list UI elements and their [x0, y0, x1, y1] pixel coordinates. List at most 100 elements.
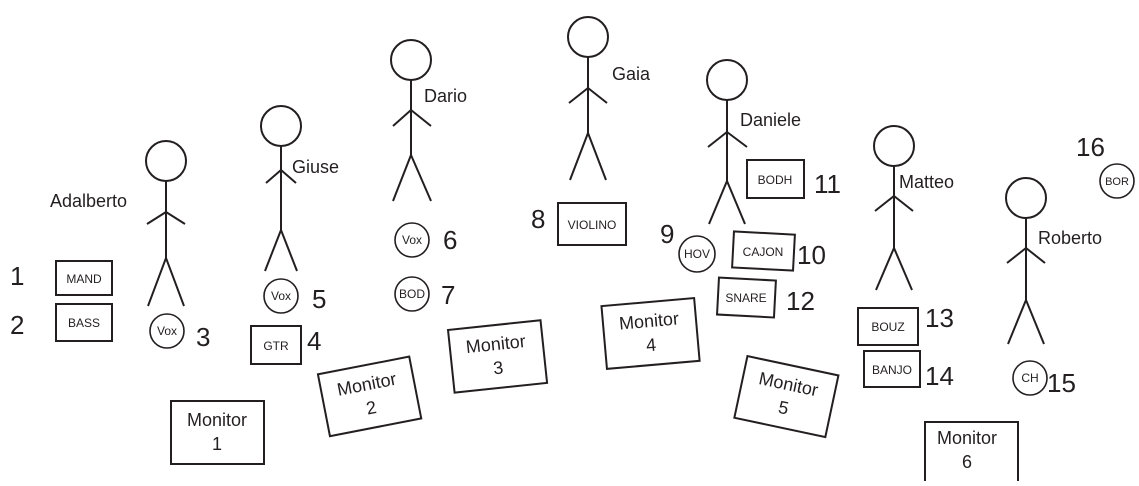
- monitor-box: [170, 400, 265, 465]
- input-number: 15: [1047, 368, 1076, 398]
- musician-name-matteo: Matteo: [899, 172, 954, 192]
- head-icon: [567, 16, 609, 58]
- input-12: SNARE 12: [715, 276, 815, 319]
- input-label: Vox: [402, 233, 422, 247]
- input-label: BOD: [399, 287, 425, 301]
- input-label: CAJON: [743, 245, 784, 259]
- input-circle: [1099, 163, 1135, 199]
- input-circle: [149, 313, 185, 349]
- monitor-label: Monitor: [187, 410, 247, 430]
- input-6: Vox 6: [394, 222, 457, 258]
- input-15: CH 15: [1012, 360, 1076, 398]
- input-16: 16 BOR: [1076, 132, 1135, 199]
- monitor-label: Monitor: [757, 368, 820, 400]
- input-circle: [678, 235, 716, 273]
- input-label: BANJO: [872, 363, 912, 377]
- monitor-6: Monitor 6: [924, 421, 1019, 481]
- input-label: CH: [1021, 371, 1038, 385]
- musician-roberto: [1005, 177, 1047, 345]
- input-label: GTR: [263, 339, 289, 353]
- input-circle: [263, 278, 299, 314]
- monitor-label: Monitor: [465, 331, 527, 357]
- input-circle: [394, 222, 430, 258]
- monitor-2: Monitor 2: [316, 355, 423, 438]
- input-box: [715, 276, 777, 319]
- input-box: [55, 260, 113, 296]
- input-1: 1 MAND: [10, 260, 113, 296]
- input-label: SNARE: [725, 291, 766, 305]
- input-number: 10: [797, 240, 826, 270]
- input-box: [857, 307, 919, 346]
- input-label: Vox: [157, 324, 177, 338]
- input-number: 16: [1076, 132, 1105, 162]
- musician-dario: [390, 39, 432, 202]
- input-label: VIOLINO: [568, 218, 617, 232]
- input-number: 3: [196, 322, 210, 352]
- head-icon: [1005, 177, 1047, 219]
- input-number: 1: [10, 261, 24, 291]
- musician-gaia: [567, 16, 609, 181]
- monitor-5: Monitor 5: [733, 354, 840, 439]
- monitor-number: 5: [777, 397, 791, 419]
- musician-matteo: [873, 125, 915, 291]
- head-icon: [390, 39, 432, 81]
- input-label: BOR: [1105, 176, 1129, 188]
- input-9: 9 HOV: [660, 219, 716, 273]
- monitor-number: 4: [645, 335, 657, 356]
- input-circle: [1012, 360, 1048, 396]
- input-11: BODH 11: [746, 159, 841, 199]
- input-box: [863, 350, 921, 388]
- input-circle: [394, 276, 430, 312]
- musician-name-gaia: Gaia: [612, 64, 651, 84]
- input-label: HOV: [684, 247, 710, 261]
- monitor-number: 6: [962, 452, 972, 472]
- input-number: 4: [307, 326, 321, 356]
- monitor-label: Monitor: [937, 428, 997, 448]
- input-label: BODH: [758, 173, 793, 187]
- input-label: MAND: [66, 272, 102, 286]
- monitor-number: 3: [492, 357, 504, 378]
- input-number: 9: [660, 219, 674, 249]
- input-number: 6: [443, 225, 457, 255]
- monitor-3: Monitor 3: [446, 319, 549, 394]
- musician-name-giuse: Giuse: [292, 157, 339, 177]
- musician-name-roberto: Roberto: [1038, 228, 1102, 248]
- input-7: BOD 7: [394, 276, 455, 312]
- input-box: [731, 230, 796, 272]
- input-3: Vox 3: [149, 313, 210, 352]
- input-5: Vox 5: [263, 278, 326, 314]
- input-13: BOUZ 13: [857, 303, 954, 346]
- input-number: 14: [925, 361, 954, 391]
- input-number: 5: [312, 284, 326, 314]
- input-10: CAJON 10: [731, 230, 826, 272]
- monitor-box: [733, 354, 840, 439]
- musician-adalberto: [145, 140, 187, 307]
- input-number: 7: [441, 280, 455, 310]
- monitor-4: Monitor 4: [600, 296, 701, 370]
- input-box: [250, 325, 302, 365]
- musician-name-dario: Dario: [424, 86, 467, 106]
- head-icon: [260, 105, 302, 147]
- musician-name-daniele: Daniele: [740, 110, 801, 130]
- input-label: BASS: [68, 316, 100, 330]
- input-box: [746, 159, 805, 199]
- input-label: Vox: [271, 289, 291, 303]
- musician-giuse: [260, 105, 302, 272]
- input-8: 8 VIOLINO: [531, 202, 627, 246]
- monitor-box: [316, 355, 423, 438]
- monitor-box: [924, 421, 1019, 481]
- monitor-box: [446, 319, 549, 394]
- monitor-label: Monitor: [618, 308, 680, 333]
- input-number: 8: [531, 204, 545, 234]
- input-number: 2: [10, 310, 24, 340]
- head-icon: [873, 125, 915, 167]
- input-label: BOUZ: [871, 320, 904, 334]
- monitor-number: 1: [212, 434, 222, 454]
- head-icon: [706, 59, 748, 101]
- musician-daniele: [706, 59, 748, 225]
- monitor-number: 2: [364, 397, 378, 419]
- input-number: 11: [814, 169, 841, 199]
- musician-name-adalberto: Adalberto: [50, 191, 127, 211]
- input-number: 12: [786, 286, 815, 316]
